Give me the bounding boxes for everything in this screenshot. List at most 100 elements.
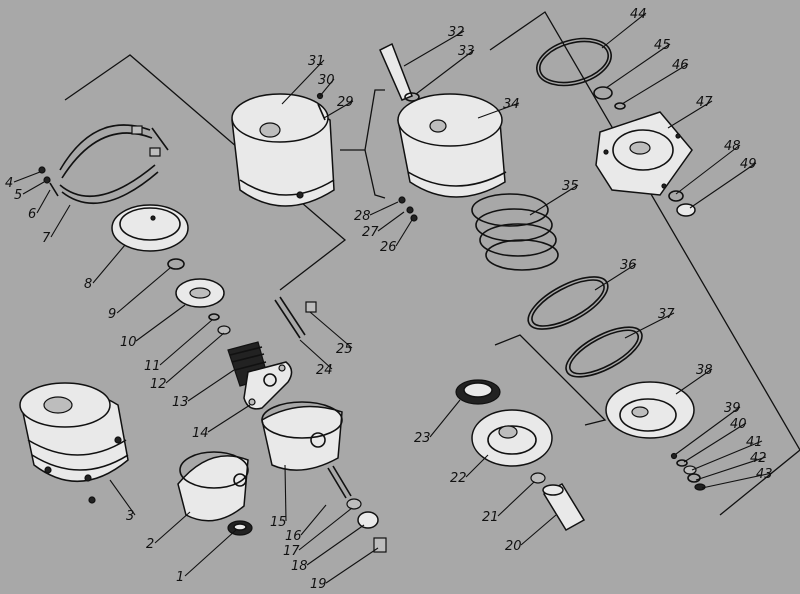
- housing-lower-left: [177, 451, 249, 522]
- washer-21: [530, 472, 546, 484]
- leader-line-32: [403, 30, 465, 67]
- leader-line-48: [675, 144, 741, 195]
- bolt-16-edge: [332, 465, 352, 497]
- callout-2: 2: [146, 537, 154, 552]
- bracket-26-28-group: [364, 149, 386, 199]
- leader-line-46: [621, 63, 689, 105]
- ring-45: [593, 86, 613, 100]
- callout-34: 34: [503, 97, 520, 112]
- nut-26: [410, 214, 418, 222]
- leader-line-24: [299, 339, 333, 370]
- leader-line-37: [624, 312, 675, 339]
- callout-39: 39: [724, 401, 741, 416]
- callout-42: 42: [750, 451, 767, 466]
- bolt-32: [379, 42, 413, 101]
- nut-41: [683, 465, 697, 475]
- leader-line-3: [109, 479, 136, 516]
- callout-37: 37: [658, 307, 675, 322]
- leader-line-49: [689, 162, 757, 209]
- leader-line-29: [323, 100, 354, 119]
- ring-46: [614, 102, 626, 110]
- washer-5: [43, 176, 51, 184]
- housing-15: [261, 401, 343, 471]
- callout-49: 49: [740, 157, 757, 172]
- ring-23-inner: [463, 382, 493, 398]
- callout-4: 4: [5, 176, 13, 191]
- callout-36: 36: [620, 258, 637, 273]
- leader-line-1: [184, 529, 237, 577]
- mounting-plate: [243, 361, 293, 410]
- ring-37: [565, 326, 643, 378]
- callout-30: 30: [318, 73, 335, 88]
- ring: [167, 258, 185, 270]
- leader-line-14: [207, 404, 251, 433]
- leader-line-7: [50, 204, 71, 238]
- spring-cylinder-31: [231, 93, 335, 207]
- washer-40: [676, 459, 688, 467]
- piston: [605, 381, 695, 439]
- leader-line-21: [497, 481, 535, 517]
- leader-line-22: [465, 454, 489, 478]
- callout-22: 22: [450, 471, 467, 486]
- leader-line-12: [165, 332, 225, 384]
- callout-25: 25: [336, 342, 353, 357]
- callout-33: 33: [458, 44, 475, 59]
- callout-24: 24: [316, 363, 333, 378]
- leader-line-28: [369, 201, 399, 216]
- leader-line-10: [135, 304, 186, 342]
- bracket-right-group: [489, 11, 800, 516]
- push-rod-edge: [279, 296, 306, 336]
- callout-8: 8: [84, 277, 92, 292]
- callout-9: 9: [108, 307, 116, 322]
- brake-chamber-assembly: [19, 382, 129, 504]
- bolt-6: [49, 182, 59, 197]
- leader-line-15: [284, 464, 287, 522]
- callout-28: 28: [354, 209, 371, 224]
- callout-17: 17: [283, 544, 300, 559]
- bolt-16: [327, 467, 347, 499]
- leader-line-30: [319, 78, 335, 97]
- callout-6: 6: [28, 207, 36, 222]
- leader-line-33: [415, 49, 475, 95]
- leader-line-2: [154, 511, 191, 544]
- ring-43: [694, 483, 706, 491]
- part-39: [670, 452, 678, 460]
- leader-line-4: [13, 171, 41, 183]
- washer-11: [208, 313, 220, 321]
- callout-45: 45: [654, 38, 671, 53]
- leader-line-25: [309, 311, 353, 349]
- leader-line-45: [605, 43, 671, 89]
- bracket-31-group: [340, 89, 385, 151]
- leader-line-43: [701, 472, 773, 489]
- ring-48: [668, 190, 684, 202]
- callout-15: 15: [270, 515, 287, 530]
- leader-line-31: [281, 59, 325, 105]
- callout-10: 10: [120, 335, 137, 350]
- o-ring-44-inner: [539, 40, 609, 84]
- callout-18: 18: [291, 559, 308, 574]
- leader-line-34: [477, 102, 520, 119]
- nut-4: [38, 166, 46, 174]
- seal-inner: [233, 523, 247, 531]
- spring-cylinder-34: [397, 93, 507, 198]
- leader-line-23: [429, 399, 461, 438]
- callout-40: 40: [730, 417, 747, 432]
- leader-line-47: [667, 100, 713, 129]
- leader-line-16: [300, 504, 327, 536]
- callout-layer: 1234567891011121314151617181920212223242…: [5, 7, 773, 592]
- nut-12: [217, 325, 231, 335]
- callout-31: 31: [308, 54, 325, 69]
- callout-48: 48: [724, 139, 741, 154]
- callout-19: 19: [310, 577, 327, 592]
- leader-line-35: [529, 184, 579, 216]
- nut-17: [346, 498, 362, 510]
- leader-line-6: [36, 189, 51, 214]
- callout-38: 38: [696, 363, 713, 378]
- bracket-lower-group: [494, 334, 607, 426]
- o-ring-44: [536, 37, 612, 87]
- callout-13: 13: [172, 395, 189, 410]
- callout-1: 1: [176, 570, 184, 585]
- washer-33: [404, 92, 420, 102]
